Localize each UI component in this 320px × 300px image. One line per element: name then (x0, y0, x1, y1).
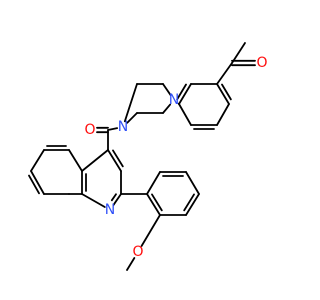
bond-q2-q-n-inner (110, 193, 117, 202)
bond-ar2-c6-ar2-c1 (146, 171, 161, 195)
bond-q4a-q4 (81, 149, 109, 172)
bond-o-me-c-me2 (126, 257, 136, 271)
bond-q4a-q5 (68, 149, 83, 172)
bond-layer (28, 42, 256, 271)
atom-n-quinoline: N (105, 202, 115, 218)
bond-ar1-c2-ar1-c3 (216, 103, 230, 126)
atom-n-piperazine-amide: N (118, 119, 128, 135)
atom-o-methoxy: O (132, 244, 143, 260)
bond-n-b-c-am (107, 127, 119, 131)
atom-n-piperazine-aryl: N (169, 92, 179, 108)
bond-ar2-c1-ar2-c2-inner (151, 193, 163, 212)
bond-q7-q8 (30, 170, 45, 195)
bond-ar1-c1-ar1-c2 (216, 83, 230, 105)
bond-ar1-c5-ar1-c6 (178, 83, 192, 105)
bond-pz2-n-b (123, 83, 138, 123)
bond-q7-q8-inner (28, 174, 40, 195)
bond-q6-q7 (30, 149, 45, 172)
bond-c-co1-ar1-c1 (216, 62, 233, 85)
atom-o-amide: O (84, 122, 95, 138)
bond-ar2-c3-ar2-c4-inner (183, 193, 195, 212)
structure-canvas: O O N N N O (28, 42, 268, 271)
bond-q2-q-n (112, 193, 122, 206)
bond-c-me1-c-co1 (231, 42, 246, 64)
bond-ar2-c4-ar2-c5 (185, 171, 200, 195)
bond-q-n-q8a (81, 193, 106, 208)
bond-pz4-n-b (126, 112, 138, 124)
bond-ar2-c2-o-me (140, 214, 161, 247)
bond-ar2-c1-ar2-c2 (146, 193, 161, 216)
atom-label-layer: O O N N N O (84, 55, 267, 260)
bond-n-a-pz3 (162, 103, 172, 114)
bond-ar1-c1-ar1-c2-inner (221, 83, 232, 101)
molecule-structure: O O N N N O (28, 42, 268, 271)
bond-n-a-pz1 (162, 83, 172, 96)
bond-ar1-c4-ar1-c5 (178, 103, 192, 126)
bond-q4-q3 (107, 149, 122, 172)
bond-ar2-c3-ar2-c4 (185, 193, 200, 216)
bond-q4-q3-inner (112, 149, 124, 168)
bond-ar1-c5-ar1-c6-inner (176, 83, 187, 101)
atom-o-acetyl: O (256, 55, 267, 71)
